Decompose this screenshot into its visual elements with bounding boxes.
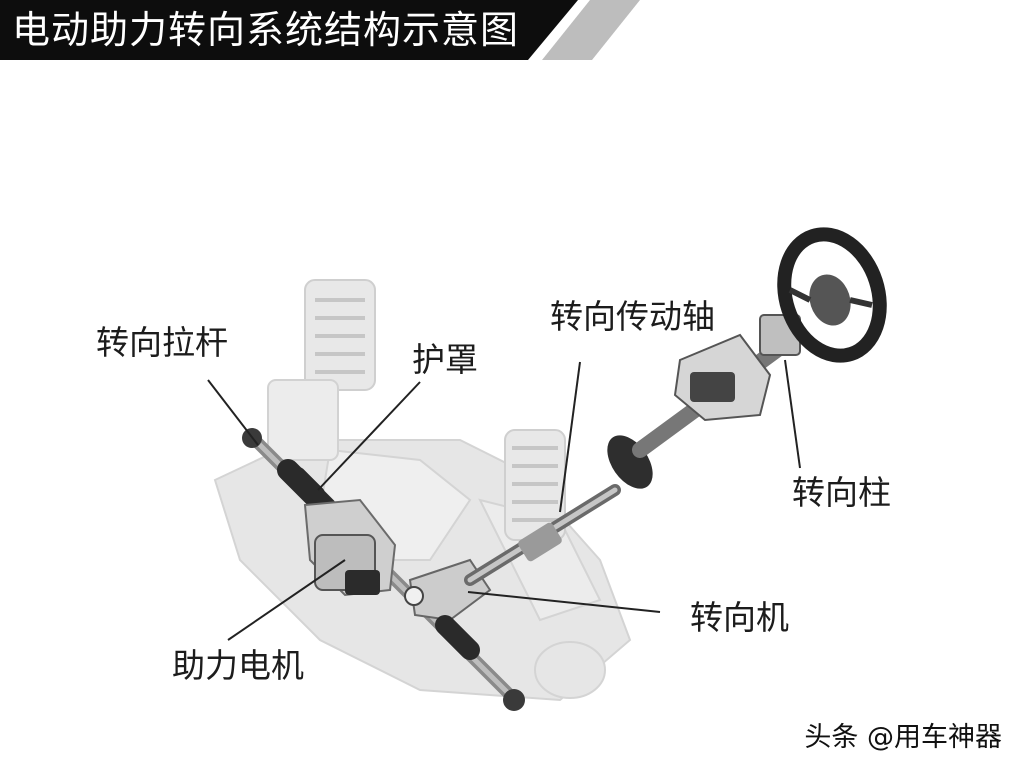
- leader-assist-motor: [227, 559, 346, 641]
- left-strut: [267, 279, 376, 461]
- label-tie-rod: 转向拉杆: [96, 323, 228, 362]
- steering-rack: [242, 428, 525, 711]
- label-steering-gear: 转向机: [690, 598, 789, 637]
- leader-steering-column: [784, 359, 801, 469]
- steering-wheel: [777, 227, 887, 363]
- label-steering-column: 转向柱: [792, 473, 891, 512]
- label-boot: 护罩: [412, 340, 478, 379]
- steering-column: [632, 314, 801, 458]
- leader-steering-gear: [467, 591, 661, 613]
- watermark: 头条 @用车神器: [804, 722, 1002, 753]
- leader-tie-rod: [207, 379, 259, 446]
- label-assist-motor: 助力电机: [172, 646, 304, 685]
- intermediate-shaft: [464, 435, 653, 586]
- banner-background: [0, 0, 640, 60]
- label-intermediate-shaft: 转向传动轴: [550, 297, 715, 336]
- page-title: 电动助力转向系统结构示意图: [12, 8, 520, 52]
- leader-boot: [317, 381, 421, 491]
- title-banner: 电动助力转向系统结构示意图: [0, 0, 1024, 60]
- leader-intermediate-shaft: [559, 361, 581, 513]
- leader-lines: [207, 359, 801, 641]
